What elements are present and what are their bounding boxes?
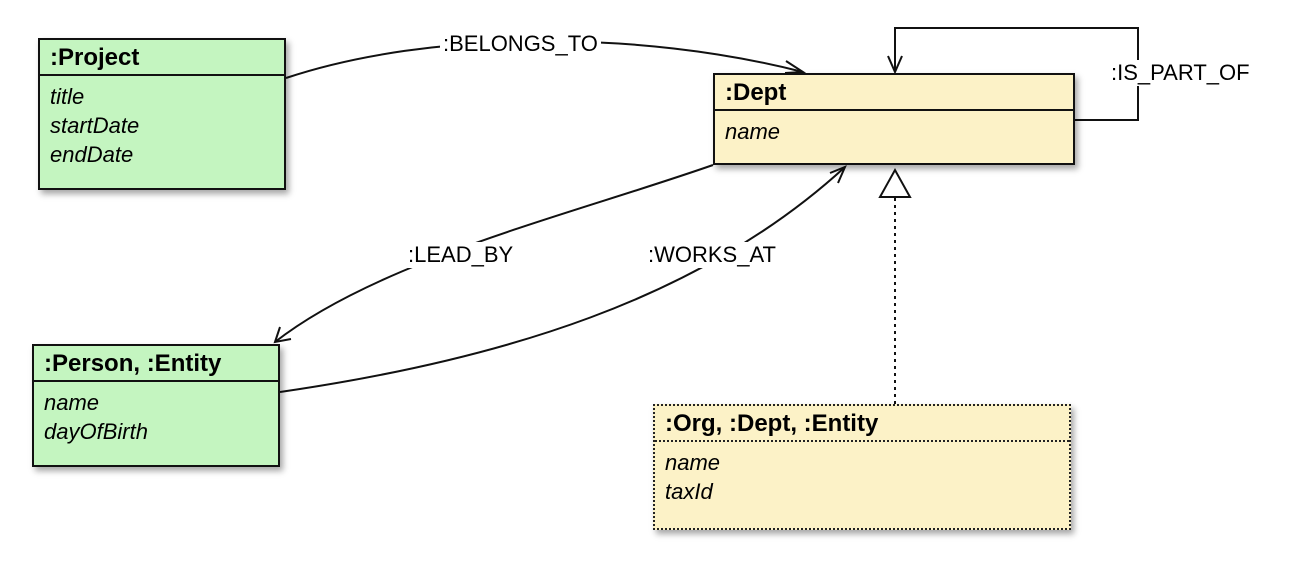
edge-label-belongs-to: :BELONGS_TO [440, 31, 601, 57]
arrowhead-is-part-of [887, 55, 903, 75]
inheritance-triangle-icon [878, 167, 912, 198]
edge-lead-by [274, 164, 714, 343]
edge-label-works-at: :WORKS_AT [645, 242, 779, 268]
node-dept[interactable]: :Dept name [713, 73, 1075, 165]
arrowhead-works-at [829, 165, 847, 184]
arrowhead-belongs-to [784, 60, 807, 74]
node-org-prop: taxId [665, 479, 713, 504]
node-project-title: :Project [50, 44, 140, 71]
arrowhead-lead-by [273, 326, 292, 344]
node-org-divider [655, 440, 1069, 442]
node-person-title: :Person, :Entity [44, 350, 222, 377]
node-project-prop: startDate [50, 113, 140, 138]
edge-label-lead-by: :LEAD_BY [405, 242, 517, 268]
node-project-prop: endDate [50, 142, 134, 167]
node-person[interactable]: :Person, :Entity name dayOfBirth [32, 344, 280, 467]
node-org[interactable]: :Org, :Dept, :Entity name taxId [653, 404, 1071, 530]
node-project-divider [40, 74, 284, 76]
node-person-prop: dayOfBirth [44, 419, 148, 444]
edge-works-at [279, 166, 846, 393]
node-project[interactable]: :Project title startDate endDate [38, 38, 286, 190]
node-org-title: :Org, :Dept, :Entity [665, 410, 879, 437]
edge-is-part-of [894, 27, 1139, 121]
node-dept-prop: name [725, 119, 781, 144]
node-dept-divider [715, 109, 1073, 111]
edge-label-is-part-of: :IS_PART_OF [1108, 60, 1253, 86]
node-person-divider [34, 380, 278, 382]
node-project-prop: title [50, 84, 85, 109]
node-person-prop: name [44, 390, 100, 415]
node-org-prop: name [665, 450, 721, 475]
node-dept-title: :Dept [725, 79, 787, 106]
